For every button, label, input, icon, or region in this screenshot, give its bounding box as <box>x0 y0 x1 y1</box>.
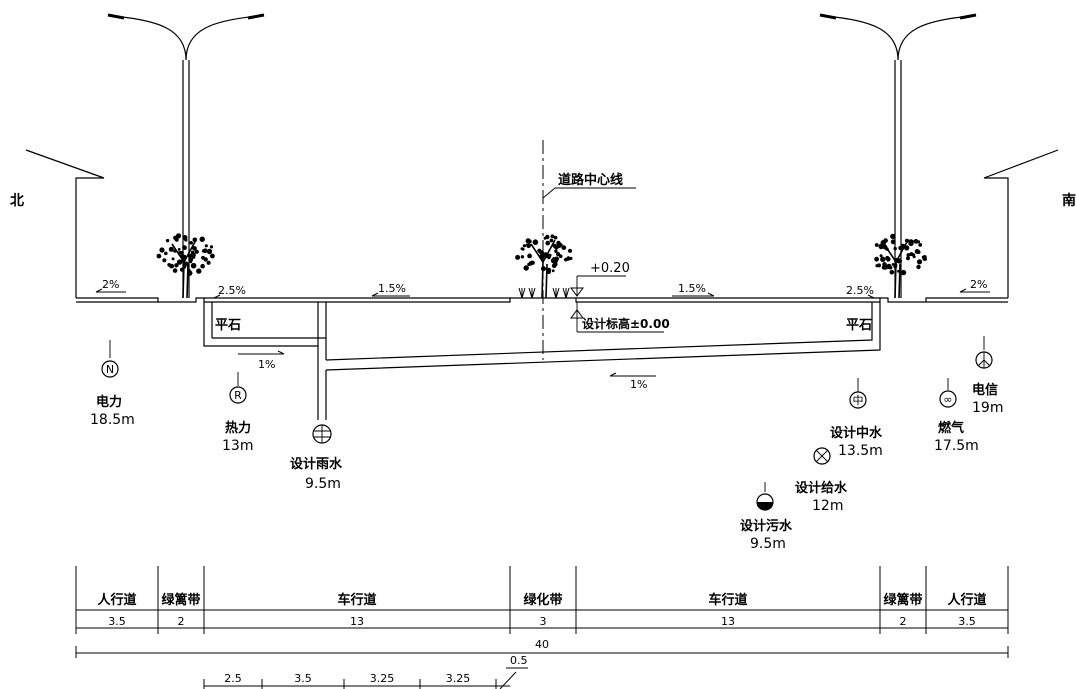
telecom-dist: 19m <box>972 400 1003 416</box>
slope-right-road: 1.5% <box>678 282 706 295</box>
section-name: 车行道 <box>337 592 376 608</box>
water-name: 设计给水 <box>795 480 848 496</box>
gas-icon <box>939 390 957 408</box>
section-name: 人行道 <box>97 592 136 608</box>
section-width: 3.5 <box>108 615 126 628</box>
slope-arrows <box>95 288 990 377</box>
section-width: 2 <box>900 615 907 628</box>
sewage-dist: 9.5m <box>750 536 786 552</box>
section-name: 绿化带 <box>523 592 562 608</box>
elevation-top: +0.20 <box>590 261 630 276</box>
svg-text:中: 中 <box>853 394 864 407</box>
telecom-utility: 电信 19m <box>972 336 1003 416</box>
tree-1 <box>156 233 215 299</box>
right-street-lamp <box>819 13 977 298</box>
water-icon <box>813 447 831 465</box>
lane-width: 3.25 <box>370 672 395 685</box>
section-name: 绿篱带 <box>161 592 200 608</box>
right-building <box>983 149 1059 298</box>
power-dist: 18.5m <box>90 412 135 428</box>
trees <box>156 233 927 299</box>
gas-dist: 17.5m <box>934 438 979 454</box>
slope-right-side: 2% <box>970 278 987 291</box>
gas-name: 燃气 <box>938 420 964 436</box>
svg-text:R: R <box>234 389 242 402</box>
section-name: 绿篱带 <box>883 592 922 608</box>
power-name: 电力 <box>96 394 122 410</box>
slope-left-road: 1.5% <box>378 282 406 295</box>
section-name: 人行道 <box>947 592 986 608</box>
power-icon <box>101 360 119 378</box>
telecom-name: 电信 <box>972 382 998 398</box>
water-dist: 12m <box>812 498 843 514</box>
reclaim-icon <box>849 391 867 409</box>
slope-pipe-left: 1% <box>258 358 275 371</box>
sewage-utility: 设计污水 9.5m <box>740 482 793 552</box>
lane-width: 2.5 <box>224 672 242 685</box>
elevation-design: 设计标高±0.00 <box>582 316 670 331</box>
heat-utility: R 热力 13m <box>222 372 253 454</box>
reclaim-name: 设计中水 <box>830 425 883 441</box>
heat-dist: 13m <box>222 438 253 454</box>
north-label: 北 <box>10 193 24 209</box>
section-width: 3 <box>540 615 547 628</box>
water-utility: 设计给水 12m <box>795 447 848 514</box>
road-surface <box>76 297 1008 303</box>
reclaim-utility: 中 设计中水 13.5m <box>830 378 883 459</box>
right-drain-pipe <box>325 302 881 371</box>
slope-left-curb: 2.5% <box>218 284 246 297</box>
rain-dist: 9.5m <box>305 476 341 492</box>
slope-pipe-right: 1% <box>630 378 647 391</box>
power-utility: N 电力 18.5m <box>90 340 135 428</box>
slope-right-curb: 2.5% <box>846 284 874 297</box>
tree-3 <box>874 233 927 299</box>
section-width: 13 <box>721 615 735 628</box>
svg-text:∞: ∞ <box>943 393 952 406</box>
reclaim-dist: 13.5m <box>838 443 883 459</box>
section-name: 车行道 <box>708 592 747 608</box>
sewage-name: 设计污水 <box>740 518 793 534</box>
tree-2 <box>515 234 573 299</box>
lane-width: 3.25 <box>446 672 471 685</box>
heat-icon <box>229 386 247 404</box>
slope-left-side: 2% <box>102 278 119 291</box>
lane-extra: 0.5 <box>510 654 528 667</box>
left-drain-pipe <box>203 302 327 420</box>
elevation-marks <box>570 275 664 333</box>
lane-width: 3.5 <box>294 672 312 685</box>
south-label: 南 <box>1062 192 1076 209</box>
section-width: 13 <box>350 615 364 628</box>
left-street-lamp <box>107 13 265 298</box>
gas-utility: ∞ 燃气 17.5m <box>934 378 979 454</box>
svg-text:N: N <box>106 363 114 376</box>
section-width: 3.5 <box>958 615 976 628</box>
curb-label-left: 平石 <box>215 318 241 333</box>
heat-name: 热力 <box>225 420 251 436</box>
dimension-table: 人行道 3.5 绿篱带 2 车行道 13 绿化带 3 车行道 13 绿篱带 2 人行道 3.5 40 2.5 3… <box>75 566 1009 689</box>
rain-pipe-symbol <box>312 424 332 444</box>
left-building <box>25 149 105 298</box>
total-width: 40 <box>535 638 549 651</box>
section-width: 2 <box>178 615 185 628</box>
centerline-label: 道路中心线 <box>558 172 623 188</box>
median-grass <box>518 287 570 299</box>
rain-name: 设计雨水 <box>290 456 343 472</box>
curb-label-right: 平石 <box>846 318 872 333</box>
